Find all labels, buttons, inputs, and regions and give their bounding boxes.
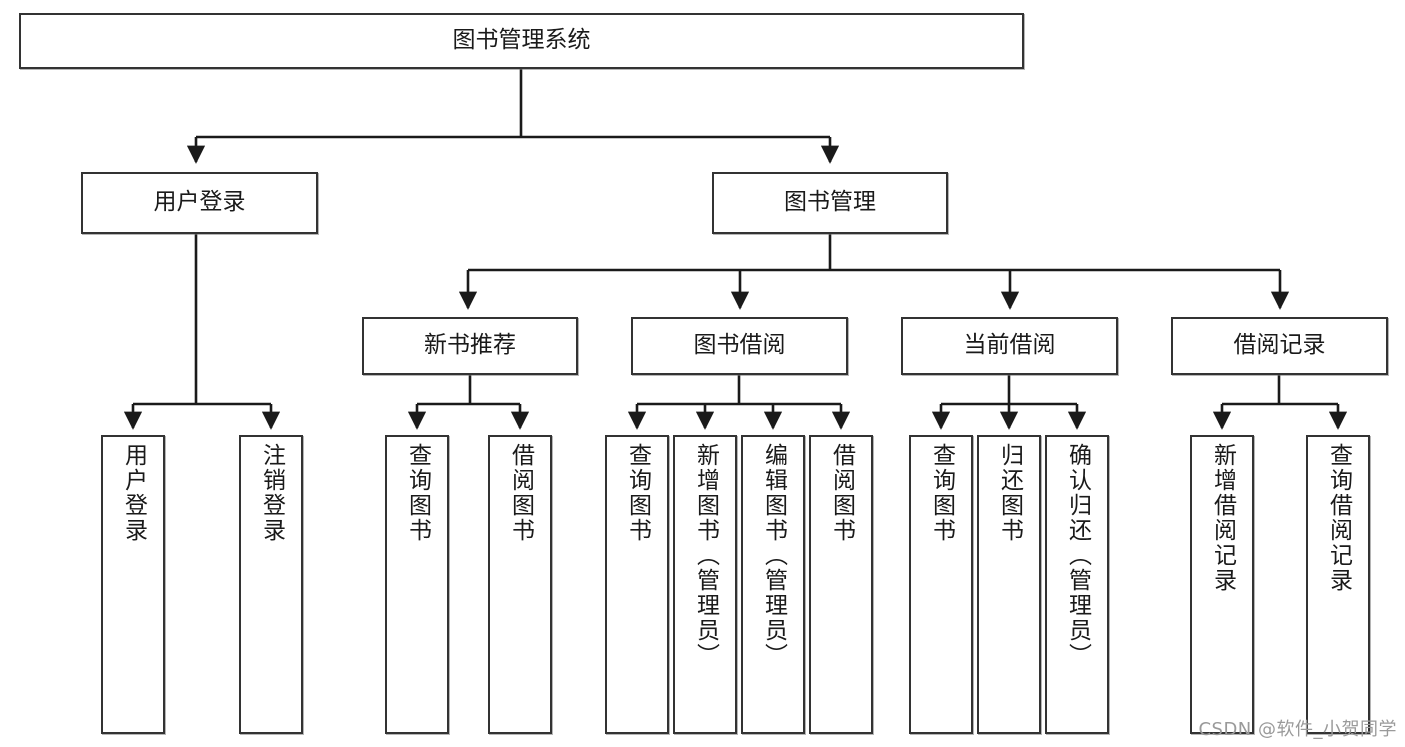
node-root-label: 图书管理系统 xyxy=(452,27,591,54)
node-leaf-user-login-label: 用户登录 xyxy=(120,443,147,543)
node-leaf-user-login[interactable]: 用户登录 xyxy=(101,435,165,734)
node-leaf-confirm-return[interactable]: 确认归还（管理员） xyxy=(1045,435,1109,734)
node-leaf-edit-book-label: 编辑图书（管理员） xyxy=(760,443,787,668)
node-leaf-query-book-1-label: 查询图书 xyxy=(404,443,431,543)
node-leaf-query-book-1[interactable]: 查询图书 xyxy=(385,435,449,734)
node-borrow-record-label: 借阅记录 xyxy=(1233,332,1326,359)
node-leaf-query-book-2[interactable]: 查询图书 xyxy=(605,435,669,734)
node-user-login-label: 用户登录 xyxy=(153,189,246,216)
node-leaf-borrow-book-2[interactable]: 借阅图书 xyxy=(809,435,873,734)
node-current-borrow[interactable]: 当前借阅 xyxy=(901,317,1118,375)
node-new-book-recommend[interactable]: 新书推荐 xyxy=(362,317,578,375)
node-user-login[interactable]: 用户登录 xyxy=(81,172,318,234)
node-leaf-edit-book[interactable]: 编辑图书（管理员） xyxy=(741,435,805,734)
node-leaf-add-record-label: 新增借阅记录 xyxy=(1209,443,1236,593)
node-leaf-add-book[interactable]: 新增图书（管理员） xyxy=(673,435,737,734)
node-leaf-query-record-label: 查询借阅记录 xyxy=(1325,443,1352,593)
node-leaf-borrow-book-1-label: 借阅图书 xyxy=(507,443,534,543)
node-current-borrow-label: 当前借阅 xyxy=(963,332,1056,359)
node-leaf-add-record[interactable]: 新增借阅记录 xyxy=(1190,435,1254,734)
node-leaf-user-logout-label: 注销登录 xyxy=(258,443,285,543)
node-leaf-query-book-2-label: 查询图书 xyxy=(624,443,651,543)
node-root[interactable]: 图书管理系统 xyxy=(19,13,1024,69)
node-leaf-query-record[interactable]: 查询借阅记录 xyxy=(1306,435,1370,734)
node-leaf-borrow-book-1[interactable]: 借阅图书 xyxy=(488,435,552,734)
node-new-book-recommend-label: 新书推荐 xyxy=(424,332,516,359)
node-leaf-confirm-return-label: 确认归还（管理员） xyxy=(1064,443,1091,668)
csdn-watermark: CSDN @软件_小贺同学 xyxy=(1198,719,1397,740)
node-borrow-record[interactable]: 借阅记录 xyxy=(1171,317,1388,375)
node-book-borrow-label: 图书借阅 xyxy=(693,332,786,359)
node-book-manage-label: 图书管理 xyxy=(784,189,876,216)
node-leaf-query-book-3-label: 查询图书 xyxy=(928,443,955,543)
node-book-borrow[interactable]: 图书借阅 xyxy=(631,317,848,375)
node-leaf-query-book-3[interactable]: 查询图书 xyxy=(909,435,973,734)
node-leaf-user-logout[interactable]: 注销登录 xyxy=(239,435,303,734)
node-leaf-return-book[interactable]: 归还图书 xyxy=(977,435,1041,734)
node-leaf-borrow-book-2-label: 借阅图书 xyxy=(828,443,855,543)
node-book-manage[interactable]: 图书管理 xyxy=(712,172,948,234)
node-leaf-return-book-label: 归还图书 xyxy=(996,443,1023,543)
node-leaf-add-book-label: 新增图书（管理员） xyxy=(692,443,719,668)
